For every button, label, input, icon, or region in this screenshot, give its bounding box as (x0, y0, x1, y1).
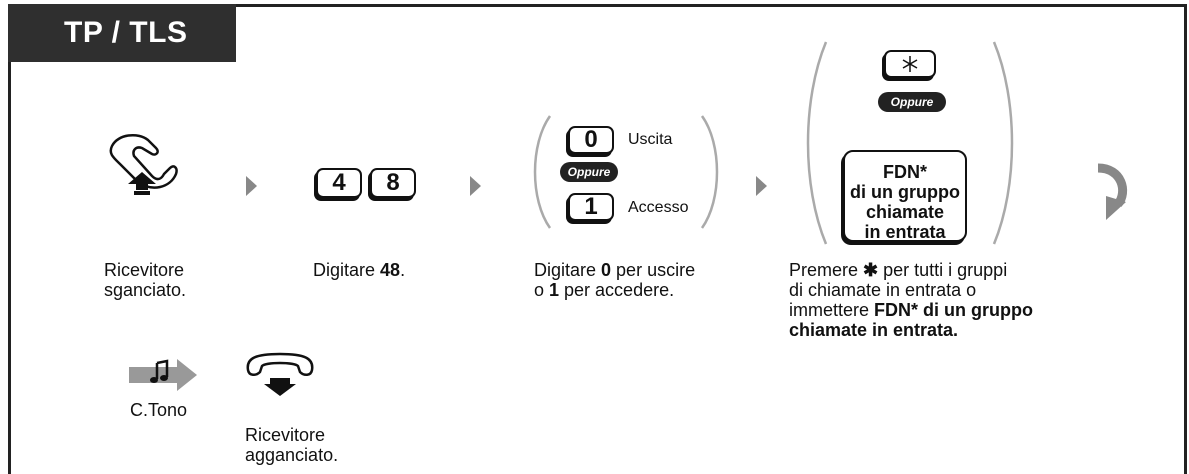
arrow-right-icon (246, 176, 257, 196)
key-1[interactable]: 1 (568, 193, 614, 221)
choice-label: Digitare 0 per uscire o 1 per accedere. (534, 260, 696, 300)
key0-label: Uscita (628, 131, 673, 148)
tone-arrow-icon (129, 359, 197, 391)
right-paren-icon (992, 41, 1014, 245)
tab-title: TP / TLS (64, 16, 188, 49)
key-8[interactable]: 8 (370, 168, 416, 198)
onhook-handset-icon (246, 352, 314, 396)
repeat-arrow-icon (1097, 163, 1128, 220)
arrow-right-icon (470, 176, 481, 196)
mode-tab: TP / TLS (8, 4, 236, 62)
left-paren-icon (806, 41, 828, 245)
star-key[interactable] (884, 50, 936, 78)
oppure-badge: Oppure (878, 92, 946, 112)
key-4[interactable]: 4 (316, 168, 362, 198)
diagram-frame (8, 4, 1187, 474)
dial48-label: Digitare 48. (313, 260, 406, 280)
left-paren-icon (533, 115, 552, 229)
key-0[interactable]: 0 (568, 126, 614, 154)
onhook-label: Ricevitore agganciato. (245, 425, 339, 465)
tone-label: C.Tono (130, 400, 188, 420)
asterisk-icon: ✱ (863, 260, 879, 280)
offhook-handset-icon (109, 133, 178, 195)
oppure-badge: Oppure (560, 162, 618, 182)
asterisk-icon (902, 56, 918, 72)
fdn-group-box[interactable]: FDN* di un gruppo chiamate in entrata (843, 150, 967, 242)
offhook-label: Ricevitore sganciato. (104, 260, 187, 300)
right-paren-icon (700, 115, 719, 229)
group-label: Premere ✱ per tutti i gruppi di chiamate… (789, 260, 1033, 340)
key1-label: Accesso (628, 199, 689, 216)
arrow-right-icon (756, 176, 767, 196)
